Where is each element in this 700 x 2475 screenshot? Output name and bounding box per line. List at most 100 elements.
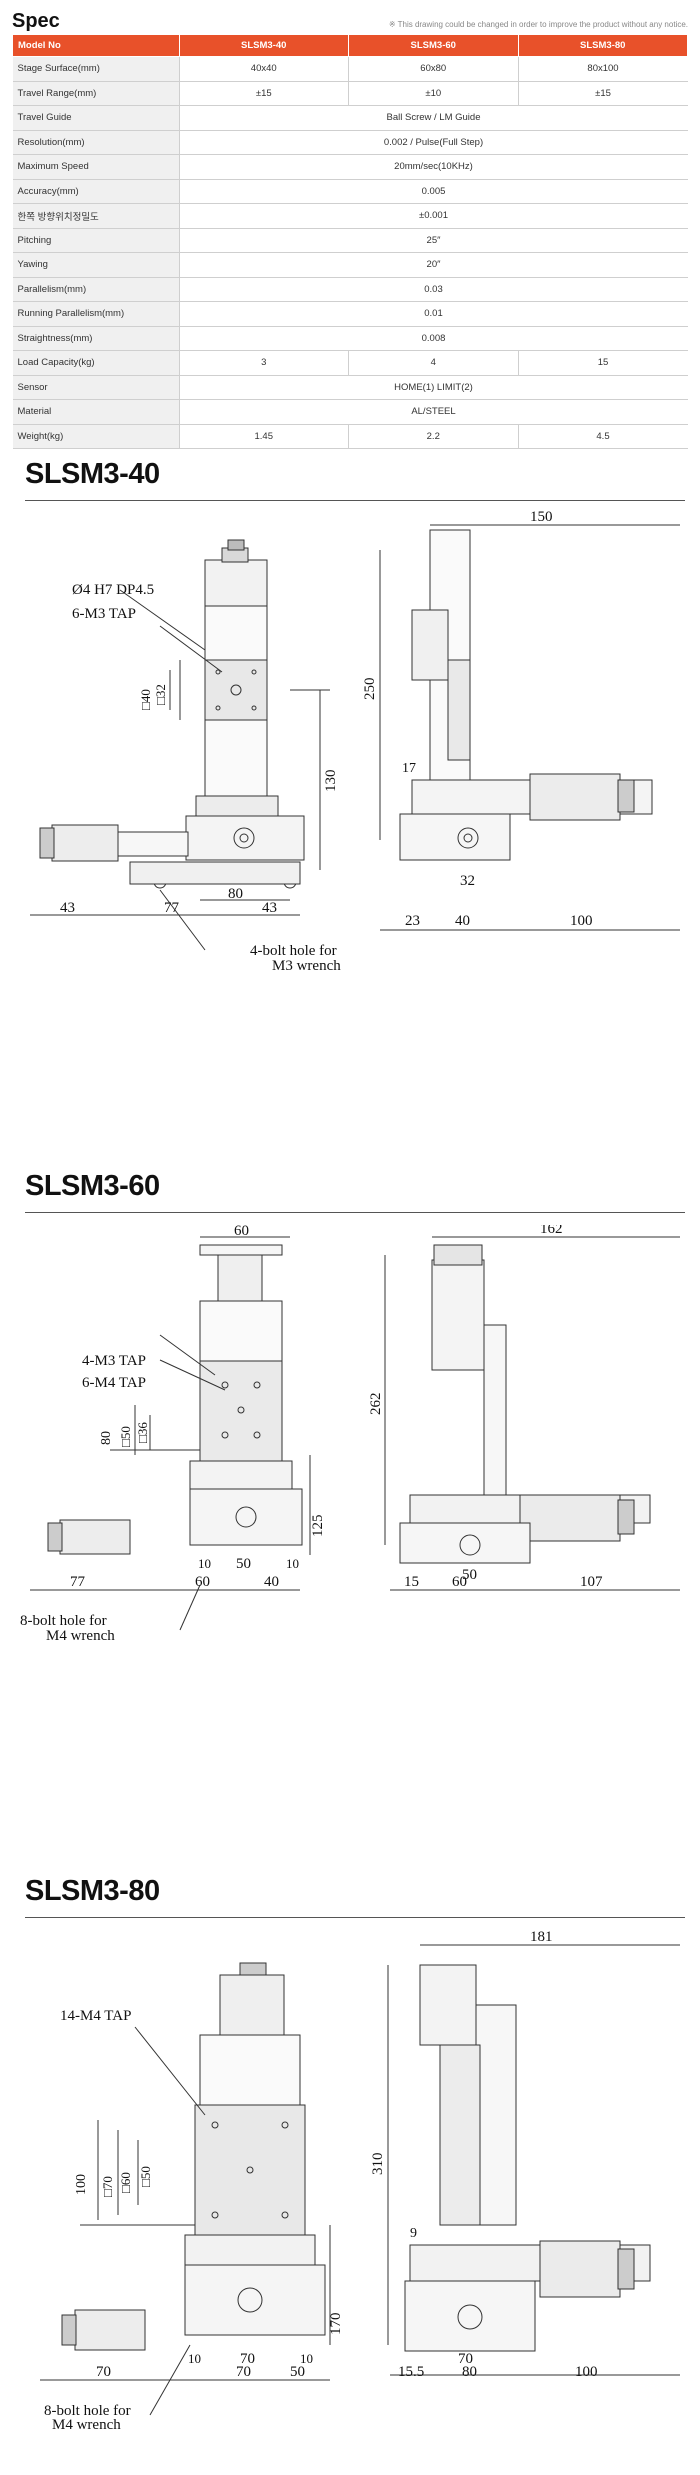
cell: 80x100	[518, 56, 688, 82]
motor-x	[51, 824, 119, 862]
section-title: SLSM3-60	[25, 1170, 160, 1202]
dim-label: 60	[234, 1225, 249, 1239]
dim-label: 100	[575, 2364, 598, 2380]
row-label: Accuracy(mm)	[12, 179, 180, 204]
section-title: SLSM3-80	[25, 1875, 160, 1907]
dim-label: 60	[452, 1574, 467, 1590]
dim-label: 4-bolt hole for	[250, 943, 337, 959]
dim-label: M4 wrench	[52, 2417, 121, 2433]
dim-label: 50	[290, 2364, 305, 2380]
dim-label: 23	[405, 913, 420, 929]
dim-label: 250	[362, 678, 378, 701]
dim-label: 8-bolt hole for	[44, 2403, 131, 2419]
dim-label: 125	[310, 1515, 326, 1538]
row-label: Pitching	[12, 228, 180, 253]
dim-label: 8-bolt hole for	[20, 1613, 107, 1629]
dim-label: 14-M4 TAP	[60, 2008, 131, 2024]
dim-label: 70	[236, 2364, 251, 2380]
dim-label: 17	[402, 761, 416, 776]
dim-label: M4 wrench	[46, 1628, 115, 1644]
table-row: 한쪽 방향위치정밀도±0.001	[12, 203, 688, 229]
row-label: Running Parallelism(mm)	[12, 301, 180, 327]
base	[185, 815, 305, 861]
cell: HOME(1) LIMIT(2)	[179, 375, 688, 400]
section-title: SLSM3-40	[25, 458, 160, 490]
cell: 0.002 / Pulse(Full Step)	[179, 130, 688, 155]
row-label: Straightness(mm)	[12, 326, 180, 351]
row-label: Yawing	[12, 252, 180, 278]
dim-label: 4-M3 TAP	[82, 1353, 146, 1369]
row-label: Travel Guide	[12, 105, 180, 131]
side-motor	[519, 1494, 621, 1542]
dim-label: 6-M3 TAP	[72, 606, 136, 622]
dim-label: 170	[328, 2313, 344, 2336]
dim-label: □36	[135, 1422, 150, 1443]
dim-label: 40	[455, 913, 470, 929]
row-label: Travel Range(mm)	[12, 81, 180, 106]
table-row: Accuracy(mm)0.005	[12, 179, 688, 204]
table-row: Parallelism(mm)0.03	[12, 277, 688, 302]
dim-label: □60	[118, 2172, 133, 2193]
row-label: Maximum Speed	[12, 154, 180, 180]
stage-40	[204, 659, 268, 721]
dim-label: 100	[570, 913, 593, 929]
motor-body	[217, 1254, 263, 1302]
dim-label: 50	[462, 1567, 477, 1583]
dim-label: 10	[286, 1556, 299, 1571]
dim-label: 10	[198, 1556, 211, 1571]
cell: ±15	[518, 81, 688, 106]
section-divider	[25, 1917, 685, 1918]
row-label: Resolution(mm)	[12, 130, 180, 155]
cell: 0.005	[179, 179, 688, 204]
cell: 4.5	[518, 424, 688, 449]
drawing-slsm3-80: 14-M4 TAP 100 □70 □60 □50 170 10 70 10 7…	[40, 1929, 680, 2433]
cell: 3	[179, 350, 349, 376]
dim-label: 77	[164, 900, 180, 916]
side-motor	[539, 2240, 621, 2298]
dim-label: 50	[236, 1556, 251, 1572]
motor-x	[59, 1519, 131, 1555]
dim-label: 15.5	[398, 2364, 424, 2380]
section-divider	[25, 500, 685, 501]
cell: 0.01	[179, 301, 688, 327]
spec-note: ※ This drawing could be changed in order…	[388, 20, 688, 29]
cell: 15	[518, 350, 688, 376]
dim-label: 40	[264, 1574, 279, 1590]
dim-label: 43	[60, 900, 75, 916]
motor-body	[204, 559, 268, 607]
row-label: Load Capacity(kg)	[12, 350, 180, 376]
dim-label: 150	[530, 510, 553, 525]
dim-label: 9	[410, 2226, 417, 2241]
row-label: 한쪽 방향위치정밀도	[12, 203, 180, 229]
col-model-no: Model No	[12, 34, 180, 57]
cell: 20mm/sec(10KHz)	[179, 154, 688, 180]
dim-label: 70	[458, 2351, 473, 2367]
cell: Ball Screw / LM Guide	[179, 105, 688, 131]
cell: 60x80	[348, 56, 519, 82]
cell: AL/STEEL	[179, 399, 688, 425]
table-row: Straightness(mm)0.008	[12, 326, 688, 351]
col-slsm3-60: SLSM3-60	[348, 34, 519, 57]
spec-header-row: Model No SLSM3-40 SLSM3-60 SLSM3-80	[12, 34, 688, 57]
dim-label: □50	[138, 2166, 153, 2187]
cell: ±15	[179, 81, 349, 106]
dim-label: □70	[100, 2176, 115, 2197]
col-slsm3-40: SLSM3-40	[178, 34, 349, 57]
dim-label: 70	[96, 2364, 111, 2380]
drawing-slsm3-40: Ø4 H7 DP4.5 6-M3 TAP □40 □32 130 80 43 7…	[30, 510, 680, 974]
dim-label: 77	[70, 1574, 86, 1590]
dim-label: 310	[370, 2153, 386, 2176]
dim-label: 70	[240, 2351, 255, 2367]
motor-body	[219, 1974, 285, 2036]
row-label: Sensor	[12, 375, 180, 400]
dim-label: 80	[462, 2364, 477, 2380]
dim-label: 32	[460, 873, 475, 889]
cell: 25″	[179, 228, 688, 253]
